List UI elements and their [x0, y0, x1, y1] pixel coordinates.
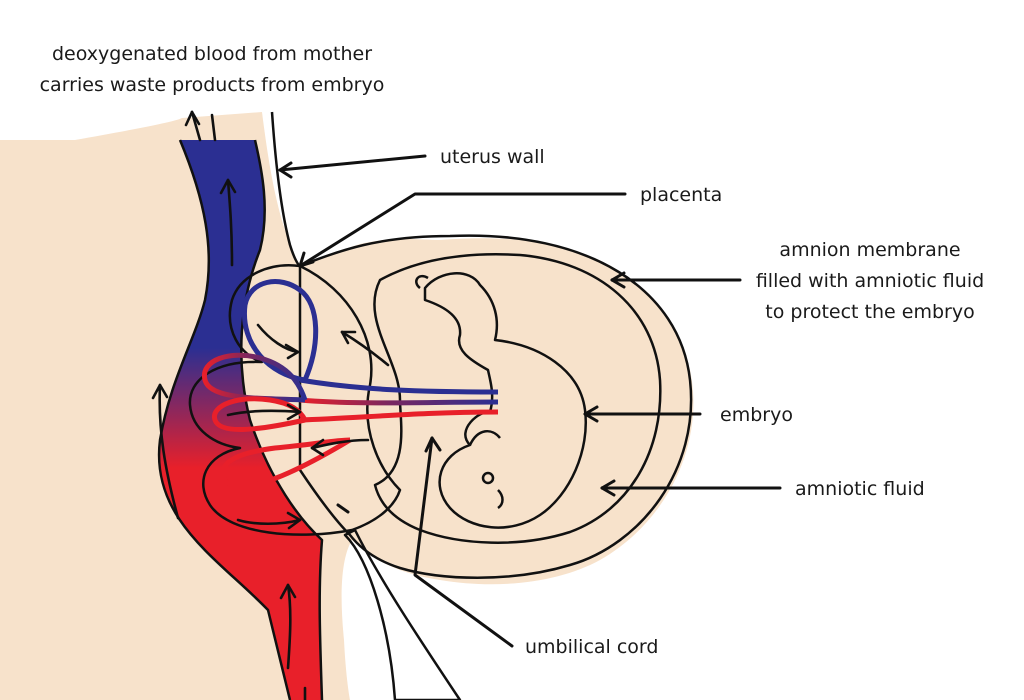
flow-arrowhead-loop2	[340, 330, 357, 345]
label-amnion-line2: filled with amniotic fluid	[756, 270, 984, 292]
flow-arrow-loop4	[310, 438, 370, 450]
umbilical-vessel-mixed	[299, 397, 499, 406]
embryo-body	[423, 272, 587, 529]
label-amniotic-fluid: amniotic fluid	[795, 478, 925, 500]
label-amnion-line1: amnion membrane	[779, 239, 960, 261]
flow-arrowhead-loop4	[310, 438, 325, 457]
flow-line-top	[210, 113, 217, 142]
flow-arrow-up-vessel	[226, 178, 234, 267]
flow-arrow-up-left	[158, 383, 180, 520]
flow-arrowhead-top-left	[184, 110, 201, 127]
pointer-uterus-wall-head	[278, 161, 293, 179]
uterus-tissue-main	[0, 112, 694, 700]
flow-arrowhead-up-vessel	[219, 178, 237, 195]
flow-arrowhead-up-bottom	[279, 583, 297, 600]
label-placenta: placenta	[640, 184, 722, 206]
placenta-lobes	[188, 264, 402, 536]
label-umbilical-cord: umbilical cord	[525, 636, 658, 658]
label-uterus-wall: uterus wall	[440, 146, 545, 168]
pointer-placenta	[298, 192, 627, 268]
flow-arrow-loop3	[226, 409, 302, 417]
pointer-amnion-head	[610, 271, 626, 289]
embryo-leg	[468, 430, 501, 446]
flow-arrow-loop5	[236, 518, 302, 526]
flow-arrowhead-loop3	[286, 403, 302, 421]
embryo-ear	[497, 489, 504, 510]
pointer-umbilical-cord-head	[424, 436, 442, 453]
umbilical-vein-blue	[299, 377, 499, 395]
label-deoxygenated-line2: carries waste products from embryo	[40, 74, 385, 96]
flow-arrowhead-up-left	[151, 383, 169, 400]
amnion-sac	[298, 234, 693, 579]
flow-arrowhead-loop1	[284, 343, 300, 360]
embryo-eye	[481, 471, 495, 485]
flow-arrowhead-loop5	[286, 511, 302, 530]
pointer-umbilical-cord	[413, 436, 514, 648]
maternal-vessel-outline-left	[157, 139, 292, 700]
uterus-wall-line	[270, 111, 301, 268]
label-amnion-line3: to protect the embryo	[765, 301, 974, 323]
pointer-placenta-head	[298, 251, 315, 268]
label-embryo: embryo	[720, 404, 793, 426]
embryo-arm	[415, 274, 429, 289]
pointer-uterus-wall	[278, 154, 427, 172]
pointer-amniotic-fluid-head	[600, 479, 616, 497]
pointer-umbilical-cord-branch	[336, 503, 350, 514]
flow-arrow-loop2	[340, 330, 390, 367]
flow-arrow-up-bottom	[286, 583, 292, 670]
maternal-vessel-outline-right	[240, 139, 324, 700]
umbilical-artery-red	[299, 409, 499, 423]
pointer-embryo-head	[583, 405, 599, 423]
loop-4-red	[220, 437, 352, 489]
label-deoxygenated-line1: deoxygenated blood from mother	[52, 43, 372, 65]
